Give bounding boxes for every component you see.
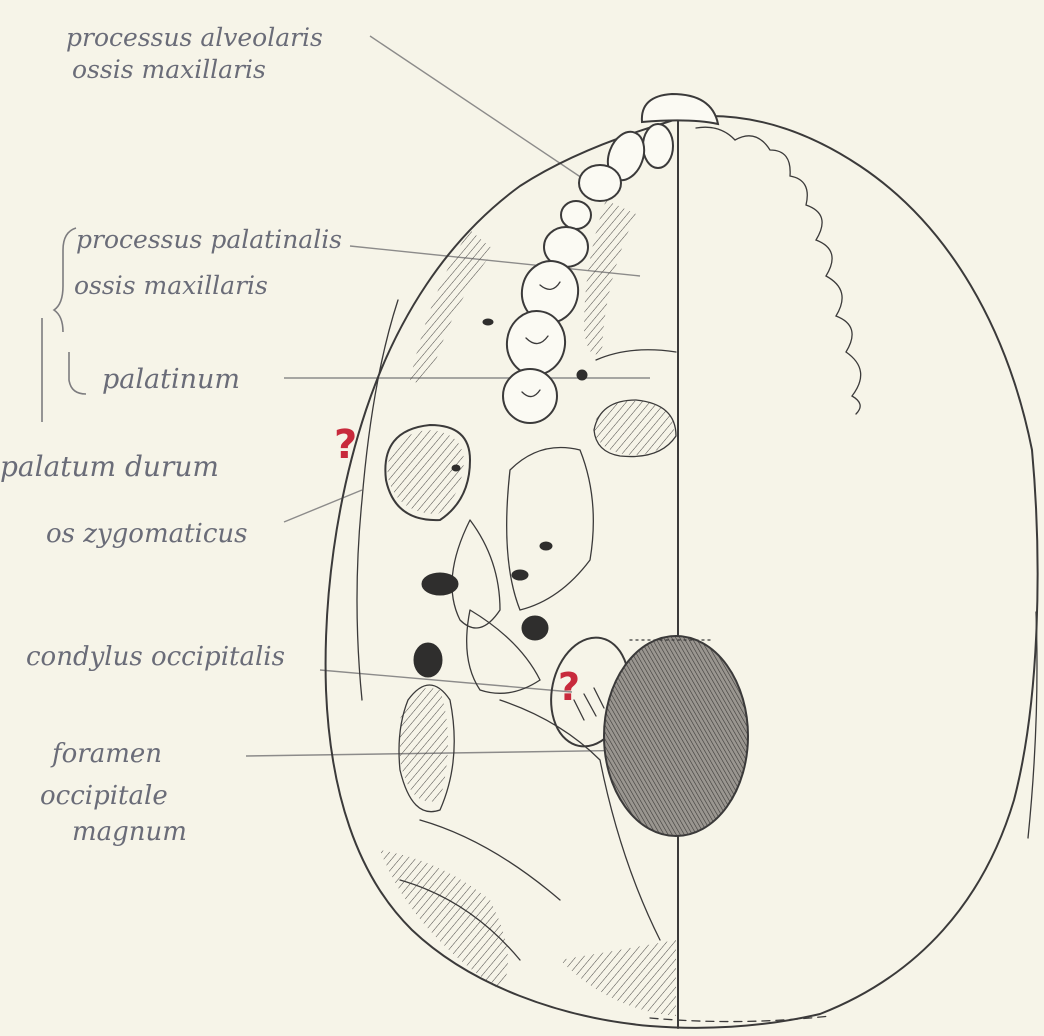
palatine-suture (596, 350, 676, 360)
carotid-canal (414, 643, 442, 677)
maxilla-scalloped-edge (696, 127, 861, 414)
foramen-small-3 (452, 465, 460, 471)
temporal-contour (452, 520, 500, 628)
sphenoid-contour (507, 448, 594, 611)
bracket-palatinum (69, 352, 86, 394)
bottom-midline-hatching (560, 940, 676, 1016)
foramen-ovale (422, 573, 458, 595)
label-palatum-durum: palatum durum (0, 450, 219, 483)
label-condylus-occipitalis: condylus occipitalis (26, 642, 285, 672)
label-foramen-line1: foramen (50, 739, 162, 769)
zygomatic-hatching (388, 430, 464, 514)
red-question-mark-condyle: ? (558, 665, 580, 709)
foramen-upper-small (483, 319, 493, 325)
foramen-small-2 (540, 542, 552, 550)
bracket-processus-palatinalis (54, 228, 76, 332)
red-question-mark-zygomatic: ? (334, 422, 357, 468)
tooth-canine (579, 165, 621, 201)
mastoid-hatching (400, 688, 448, 802)
label-processus-alveolaris-line2: ossis maxillaris (72, 55, 266, 84)
tooth-premolar-1 (561, 201, 591, 229)
jugular-foramen (522, 616, 548, 640)
label-foramen-line3: magnum (72, 817, 187, 847)
tooth-incisor-1 (643, 124, 673, 168)
label-processus-palatinalis-line1: processus palatinalis (76, 225, 342, 254)
label-palatinum: palatinum (102, 364, 240, 395)
leader-processus-alveolaris (370, 36, 588, 182)
leader-os-zygomaticus (284, 490, 362, 522)
tooth-central-incisor (642, 94, 718, 124)
label-processus-alveolaris-line1: processus alveolaris (66, 23, 323, 52)
lateral-inner-contour (357, 300, 398, 700)
foramen-spinosum (512, 570, 528, 580)
alveolar-arch-hatching (584, 200, 636, 354)
leader-condylus-occipitalis (320, 670, 572, 692)
lower-left-hatching (380, 850, 508, 990)
palatine-foramen (577, 370, 587, 380)
label-os-zygomaticus: os zygomaticus (46, 519, 248, 549)
label-foramen-line2: occipitale (40, 781, 168, 811)
label-processus-palatinalis-line2: ossis maxillaris (74, 271, 268, 300)
